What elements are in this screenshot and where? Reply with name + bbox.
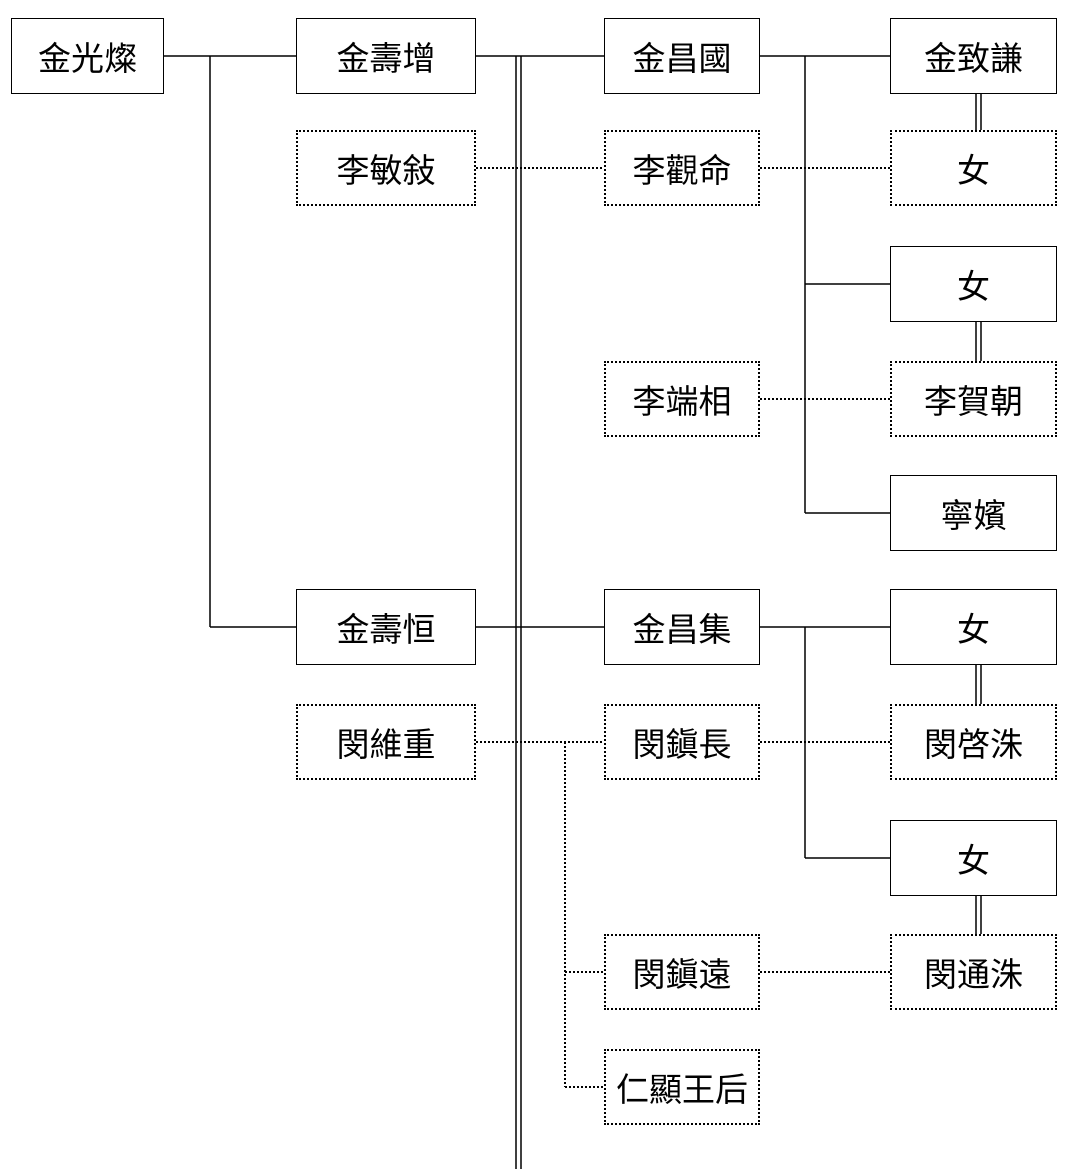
node-kim-suzeng: 金壽增 (296, 18, 476, 94)
node-lee-hajo: 李賀朝 (890, 361, 1057, 437)
node-daughter-3: 女 (890, 589, 1057, 665)
node-label: 金昌國 (632, 39, 732, 78)
node-queen-inhyeon: 仁顯王后 (604, 1049, 760, 1125)
node-label: 女 (957, 151, 990, 190)
node-min-jinjang: 閔鎭長 (604, 704, 760, 780)
node-label: 閔維重 (336, 725, 436, 764)
node-label: 金壽增 (336, 39, 436, 78)
node-label: 李敏敍 (336, 151, 436, 190)
node-label: 寧嬪 (940, 496, 1007, 535)
node-kim-changguk: 金昌國 (604, 18, 760, 94)
node-daughter-4: 女 (890, 820, 1057, 896)
node-label: 李觀命 (632, 151, 732, 190)
node-label: 女 (957, 610, 990, 649)
node-kim-gwangchan: 金光燦 (11, 18, 164, 94)
node-label: 女 (957, 841, 990, 880)
node-kim-changjip: 金昌集 (604, 589, 760, 665)
node-label: 閔通洙 (924, 955, 1023, 994)
node-min-gyesu: 閔啓洙 (890, 704, 1057, 780)
node-label: 閔啓洙 (924, 725, 1023, 764)
node-kim-suhang: 金壽恒 (296, 589, 476, 665)
node-min-tongsu: 閔通洙 (890, 934, 1057, 1010)
node-label: 女 (957, 267, 990, 306)
node-label: 閔鎭遠 (632, 955, 732, 994)
node-label: 仁顯王后 (616, 1070, 748, 1109)
node-min-jinwon: 閔鎭遠 (604, 934, 760, 1010)
node-label: 金壽恒 (336, 610, 436, 649)
node-lee-dansang: 李端相 (604, 361, 760, 437)
node-ninbin: 寧嬪 (890, 475, 1057, 551)
node-daughter-2: 女 (890, 246, 1057, 322)
node-kim-chigyeom: 金致謙 (890, 18, 1057, 94)
node-min-yujung: 閔維重 (296, 704, 476, 780)
node-label: 李賀朝 (924, 382, 1023, 421)
node-label: 金光燦 (38, 39, 137, 78)
node-label: 李端相 (632, 382, 732, 421)
node-label: 閔鎭長 (632, 725, 732, 764)
node-daughter-1: 女 (890, 130, 1057, 206)
node-lee-gwanmyeong: 李觀命 (604, 130, 760, 206)
node-label: 金致謙 (924, 39, 1023, 78)
node-lee-minseo: 李敏敍 (296, 130, 476, 206)
node-label: 金昌集 (632, 610, 732, 649)
